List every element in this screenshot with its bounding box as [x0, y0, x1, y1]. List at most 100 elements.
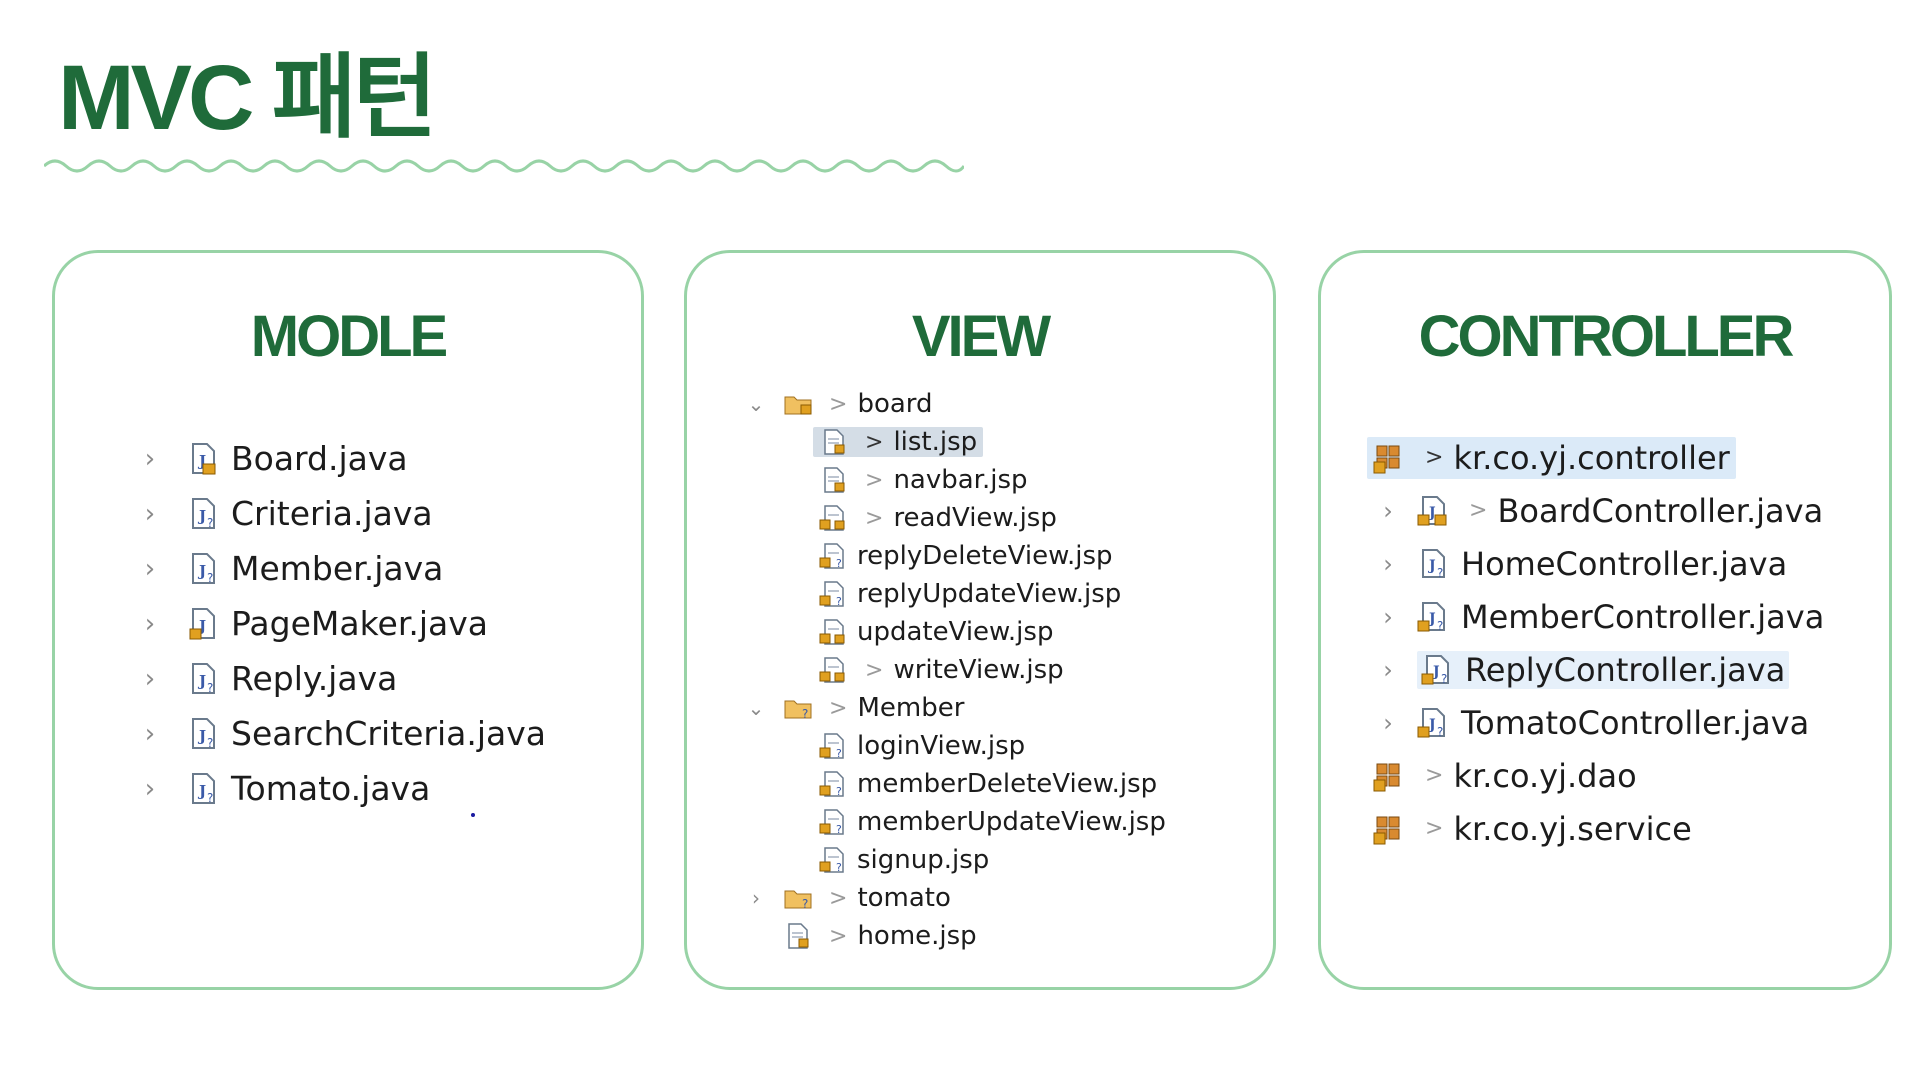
controller-heading: CONTROLLER [1418, 304, 1795, 369]
chevron-right-icon[interactable]: › [144, 608, 156, 639]
chevron-right-icon[interactable]: › [144, 773, 156, 804]
java-file-lock-icon: J [189, 607, 219, 641]
tree-item-label: kr.co.yj.dao [1453, 756, 1637, 795]
tree-item-label: Board.java [231, 439, 408, 478]
tree-item-label: memberUpdateView.jsp [857, 807, 1166, 837]
folder-unknown-icon: ? [783, 695, 813, 721]
arrow-icon: > [865, 657, 884, 683]
tree-item-replydeleteview-jsp[interactable]: ? replyDeleteView.jsp [743, 537, 1273, 575]
tree-item-label: board [857, 389, 933, 419]
tree-item-searchcriteria-java[interactable]: › J? SearchCriteria.java [133, 706, 641, 761]
tree-item-tomatocontroller-java[interactable]: › J? TomatoController.java [1367, 696, 1889, 749]
svg-text:?: ? [1437, 619, 1443, 633]
jsp-file-unknown-icon: ? [819, 847, 849, 874]
tree-item-boardcontroller-java[interactable]: › J > BoardController.java [1367, 484, 1889, 537]
chevron-right-icon[interactable]: › [144, 718, 156, 749]
tree-item-homecontroller-java[interactable]: › J? HomeController.java [1367, 537, 1889, 590]
tree-item-label: Tomato.java [231, 769, 431, 808]
tree-item-label: kr.co.yj.service [1453, 809, 1692, 848]
tree-item-label: PageMaker.java [231, 604, 488, 643]
tree-item-pagemaker-java[interactable]: › J PageMaker.java [133, 596, 641, 651]
folder-lock-icon [783, 391, 813, 417]
jsp-file-unknown-icon: ? [819, 581, 849, 608]
tree-package-service[interactable]: > kr.co.yj.service [1367, 802, 1889, 855]
stray-dot [471, 813, 475, 817]
svg-text:J: J [197, 562, 206, 580]
tree-item-navbar-jsp[interactable]: > navbar.jsp [743, 461, 1273, 499]
tree-item-replycontroller-java[interactable]: › J? ReplyController.java [1367, 643, 1889, 696]
tree-item-label: loginView.jsp [857, 731, 1026, 761]
arrow-icon: > [1425, 763, 1444, 788]
tree-item-updateview-jsp[interactable]: updateView.jsp [743, 613, 1273, 651]
tree-item-reply-java[interactable]: › J? Reply.java [133, 651, 641, 706]
chevron-right-icon[interactable]: › [144, 498, 156, 529]
tree-item-label: HomeController.java [1461, 544, 1788, 583]
tree-item-memberupdateview-jsp[interactable]: ? memberUpdateView.jsp [743, 803, 1273, 841]
tree-item-membercontroller-java[interactable]: › J? MemberController.java [1367, 590, 1889, 643]
tree-item-criteria-java[interactable]: › J? Criteria.java [133, 486, 641, 541]
svg-text:?: ? [836, 785, 842, 797]
tree-item-readview-jsp[interactable]: > readView.jsp [743, 499, 1273, 537]
jsp-file-lock-icon [819, 467, 849, 493]
svg-text:J: J [1427, 558, 1436, 574]
tree-folder-tomato[interactable]: › ? > tomato [743, 879, 1273, 917]
model-file-tree: › J Board.java › J? Criteria.java › J? M… [133, 431, 641, 816]
jsp-file-lock-icon [819, 505, 849, 531]
arrow-icon: > [829, 391, 848, 417]
svg-text:?: ? [207, 791, 213, 805]
tree-item-member-java[interactable]: › J? Member.java [133, 541, 641, 596]
chevron-right-icon[interactable]: › [752, 886, 760, 910]
wavy-underline [44, 159, 964, 173]
package-lock-icon [1373, 760, 1407, 792]
tree-item-signup-jsp[interactable]: ? signup.jsp [743, 841, 1273, 879]
tree-item-tomato-java[interactable]: › J? Tomato.java [133, 761, 641, 816]
tree-package-controller[interactable]: > kr.co.yj.controller [1367, 431, 1889, 484]
java-file-icon: J? [189, 662, 219, 696]
svg-text:J: J [1427, 717, 1436, 733]
svg-text:?: ? [836, 557, 842, 569]
svg-text:?: ? [802, 897, 808, 911]
java-file-lock-icon: J? [1421, 654, 1455, 686]
chevron-down-icon[interactable]: ⌄ [747, 696, 765, 720]
tree-item-loginview-jsp[interactable]: ? loginView.jsp [743, 727, 1273, 765]
tree-folder-member[interactable]: ⌄ ? > Member [743, 689, 1273, 727]
tree-item-label: list.jsp [893, 427, 978, 457]
svg-text:?: ? [836, 747, 842, 759]
view-panel: VIEW ⌄ > board > list.jsp > navb [684, 250, 1276, 990]
chevron-right-icon[interactable]: › [1383, 496, 1393, 525]
tree-item-replyupdateview-jsp[interactable]: ? replyUpdateView.jsp [743, 575, 1273, 613]
package-lock-icon [1373, 813, 1407, 845]
tree-package-dao[interactable]: > kr.co.yj.dao [1367, 749, 1889, 802]
svg-text:J: J [1427, 611, 1436, 627]
chevron-right-icon[interactable]: › [144, 553, 156, 584]
svg-text:J: J [197, 727, 206, 745]
chevron-right-icon[interactable]: › [1383, 708, 1393, 737]
jsp-file-lock-icon [819, 657, 849, 683]
tree-folder-board[interactable]: ⌄ > board [743, 385, 1273, 423]
tree-item-memberdeleteview-jsp[interactable]: ? memberDeleteView.jsp [743, 765, 1273, 803]
tree-item-label: replyDeleteView.jsp [857, 541, 1113, 571]
jsp-file-unknown-icon: ? [819, 771, 849, 798]
tree-item-home-jsp[interactable]: > home.jsp [743, 917, 1273, 955]
chevron-right-icon[interactable]: › [1383, 655, 1393, 684]
chevron-right-icon[interactable]: › [144, 663, 156, 694]
java-file-icon: J? [189, 552, 219, 586]
package-lock-icon [1373, 442, 1407, 474]
java-file-lock-icon: J [1417, 495, 1451, 527]
tree-item-label: home.jsp [857, 921, 977, 951]
svg-text:J: J [197, 782, 206, 800]
tree-item-label: tomato [857, 883, 951, 913]
tree-item-label: BoardController.java [1497, 491, 1824, 530]
tree-item-list-jsp[interactable]: > list.jsp [743, 423, 1273, 461]
chevron-right-icon[interactable]: › [144, 443, 156, 474]
chevron-down-icon[interactable]: ⌄ [747, 392, 765, 416]
chevron-right-icon[interactable]: › [1383, 549, 1393, 578]
chevron-right-icon[interactable]: › [1383, 602, 1393, 631]
tree-item-label: navbar.jsp [893, 465, 1028, 495]
svg-text:?: ? [836, 595, 842, 607]
tree-item-board-java[interactable]: › J Board.java [133, 431, 641, 486]
svg-text:?: ? [207, 681, 213, 695]
selection-highlight: > list.jsp [813, 427, 984, 457]
tree-item-writeview-jsp[interactable]: > writeView.jsp [743, 651, 1273, 689]
java-file-icon: J? [189, 717, 219, 751]
